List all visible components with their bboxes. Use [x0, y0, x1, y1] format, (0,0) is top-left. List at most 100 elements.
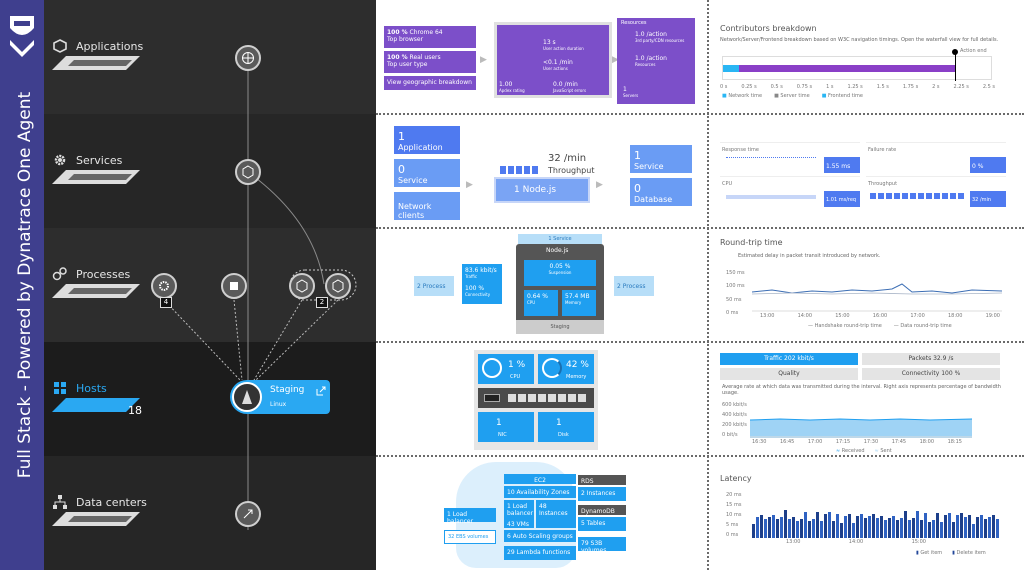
- geo-breakdown-link[interactable]: View geographic breakdown: [384, 76, 476, 90]
- dynamodb-header[interactable]: DynamoDB: [578, 505, 626, 515]
- process-node-nodejs-1[interactable]: [289, 273, 315, 299]
- latency-bar: [972, 524, 975, 538]
- level-processes[interactable]: Processes: [52, 266, 130, 282]
- level-stripe: [52, 170, 140, 184]
- host-card[interactable]: Staging Linux: [230, 380, 330, 414]
- level-hosts[interactable]: Hosts: [52, 380, 107, 396]
- ebs-tile[interactable]: 32 EBS volumes: [444, 530, 496, 544]
- response-time-tile[interactable]: Response time 1.55 ms: [720, 142, 860, 173]
- throughput-mini-bars: [500, 166, 538, 174]
- latency-bar: [976, 517, 979, 538]
- dynamodb-tables[interactable]: 5 Tables: [578, 517, 626, 531]
- datacenter-node[interactable]: [235, 501, 261, 527]
- host-name: Staging: [270, 385, 305, 395]
- host-cpu-tile[interactable]: 1 % CPU: [478, 354, 534, 384]
- service-node[interactable]: [235, 159, 261, 185]
- latency-bar: [992, 515, 995, 538]
- process-node-gear[interactable]: [151, 273, 177, 299]
- applications-icon: [53, 39, 67, 53]
- application-node[interactable]: [235, 45, 261, 71]
- roundtrip-title: Round-trip time: [720, 238, 783, 247]
- host-panel: 1 % CPU 42 % Memory 1 NIC 1 Disk: [474, 350, 598, 450]
- latency-legend: ▮ Get item ▮ Delete item: [916, 550, 986, 556]
- network-chart: [750, 418, 972, 438]
- latency-bar: [916, 511, 919, 538]
- network-clients-box[interactable]: Network clients: [394, 192, 460, 220]
- latency-bar: [820, 521, 823, 538]
- ec2-header[interactable]: EC2: [504, 474, 576, 484]
- server-rack-icon: [478, 388, 594, 408]
- contributors-subtitle: Network/Server/Frontend breakdown based …: [720, 37, 999, 43]
- linux-icon: [232, 382, 262, 412]
- latency-bar: [844, 516, 847, 538]
- failure-rate-tile[interactable]: Failure rate 0 %: [866, 142, 1006, 173]
- latency-bar: [968, 515, 971, 538]
- latency-bar: [908, 520, 911, 538]
- host-memory-tile[interactable]: 42 % Memory: [538, 354, 594, 384]
- brand-bar: [0, 0, 44, 570]
- latency-bar: [756, 517, 759, 538]
- process-badge: 2: [316, 297, 328, 308]
- level-applications[interactable]: Applications: [52, 38, 143, 54]
- latency-bar: [848, 514, 851, 538]
- gear-icon: [159, 281, 169, 291]
- latency-bar: [896, 520, 899, 538]
- nodejs-service-box[interactable]: 1 Node.js: [494, 177, 590, 203]
- external-link-icon[interactable]: [316, 386, 326, 396]
- tab-quality[interactable]: Quality: [720, 368, 858, 380]
- tab-packets[interactable]: Packets 32.9 /s: [862, 353, 1000, 365]
- process-services-bar[interactable]: 1 Service: [518, 234, 602, 244]
- availability-zones[interactable]: 10 Availability Zones: [504, 486, 576, 498]
- process-node-nodejs-2[interactable]: [325, 273, 351, 299]
- latency-bar: [904, 511, 907, 538]
- globe-icon: [242, 52, 254, 64]
- latency-bar: [780, 517, 783, 538]
- latency-bar: [804, 512, 807, 538]
- latency-bar: [876, 518, 879, 538]
- latency-bar: [872, 514, 875, 538]
- level-datacenters[interactable]: Data centers: [52, 494, 147, 510]
- host-disk-tile[interactable]: 1 Disk: [538, 412, 594, 442]
- latency-bar: [832, 521, 835, 538]
- network-bar: [723, 65, 739, 72]
- latency-bar: [784, 510, 787, 538]
- latency-bar: [796, 521, 799, 538]
- nodejs-icon: [332, 279, 344, 293]
- level-services[interactable]: Services: [52, 152, 122, 168]
- latency-bar: [764, 519, 767, 538]
- latency-bar: [856, 516, 859, 538]
- gear-icon: [54, 154, 66, 166]
- latency-bar: [816, 512, 819, 538]
- rds-instances[interactable]: 2 Instances: [578, 487, 626, 501]
- tab-connectivity[interactable]: Connectivity 100 %: [862, 368, 1000, 380]
- host-nic-tile[interactable]: 1 NIC: [478, 412, 534, 442]
- process-node-server[interactable]: [221, 273, 247, 299]
- tab-traffic[interactable]: Traffic 202 kbit/s: [720, 353, 858, 365]
- latency-bar: [900, 518, 903, 538]
- latency-bar: [984, 519, 987, 538]
- outgoing-process-box[interactable]: 2 Process: [614, 276, 654, 296]
- latency-bar: [928, 522, 931, 538]
- latency-bar: [936, 513, 939, 538]
- s3-tile[interactable]: 79 S3B volumes: [578, 537, 626, 554]
- latency-bar: [760, 515, 763, 538]
- asg-tile[interactable]: 6 Auto Scaling groups: [504, 530, 576, 542]
- throughput-tile[interactable]: Throughput 32 /min: [866, 176, 1006, 207]
- lambda-tile[interactable]: 29 Lambda functions: [504, 546, 576, 560]
- instances-tile[interactable]: 48 Instances: [536, 500, 576, 528]
- lb-left-tile[interactable]: 1 Load balancer: [444, 508, 496, 525]
- incoming-process-box[interactable]: 2 Process: [414, 276, 454, 296]
- rds-header[interactable]: RDS: [578, 475, 626, 485]
- cpu-tile[interactable]: CPU 1.01 ms/req: [720, 176, 860, 207]
